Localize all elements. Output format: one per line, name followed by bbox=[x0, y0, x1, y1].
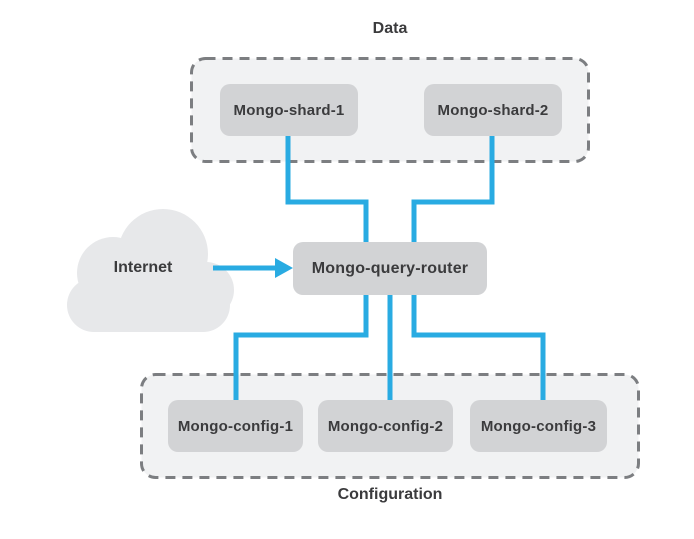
internet-cloud-icon bbox=[67, 209, 234, 332]
connector-shard2-to-router bbox=[411, 128, 495, 250]
node-mongo-query-router: Mongo-query-router bbox=[293, 242, 487, 295]
internet-arrow-icon bbox=[213, 258, 293, 278]
node-mongo-config-3: Mongo-config-3 bbox=[470, 400, 607, 452]
configuration-group-label: Configuration bbox=[337, 486, 443, 503]
node-mongo-config-1: Mongo-config-1 bbox=[168, 400, 303, 452]
connector-router-to-config1 bbox=[233, 288, 369, 408]
connector-router-to-config3 bbox=[411, 288, 546, 408]
data-group-label: Data bbox=[372, 20, 408, 37]
node-mongo-shard-1: Mongo-shard-1 bbox=[220, 84, 358, 136]
node-mongo-shard-2: Mongo-shard-2 bbox=[424, 84, 562, 136]
connector-shard1-to-router bbox=[285, 128, 369, 250]
internet-label: Internet bbox=[113, 259, 173, 276]
node-mongo-config-2: Mongo-config-2 bbox=[318, 400, 453, 452]
